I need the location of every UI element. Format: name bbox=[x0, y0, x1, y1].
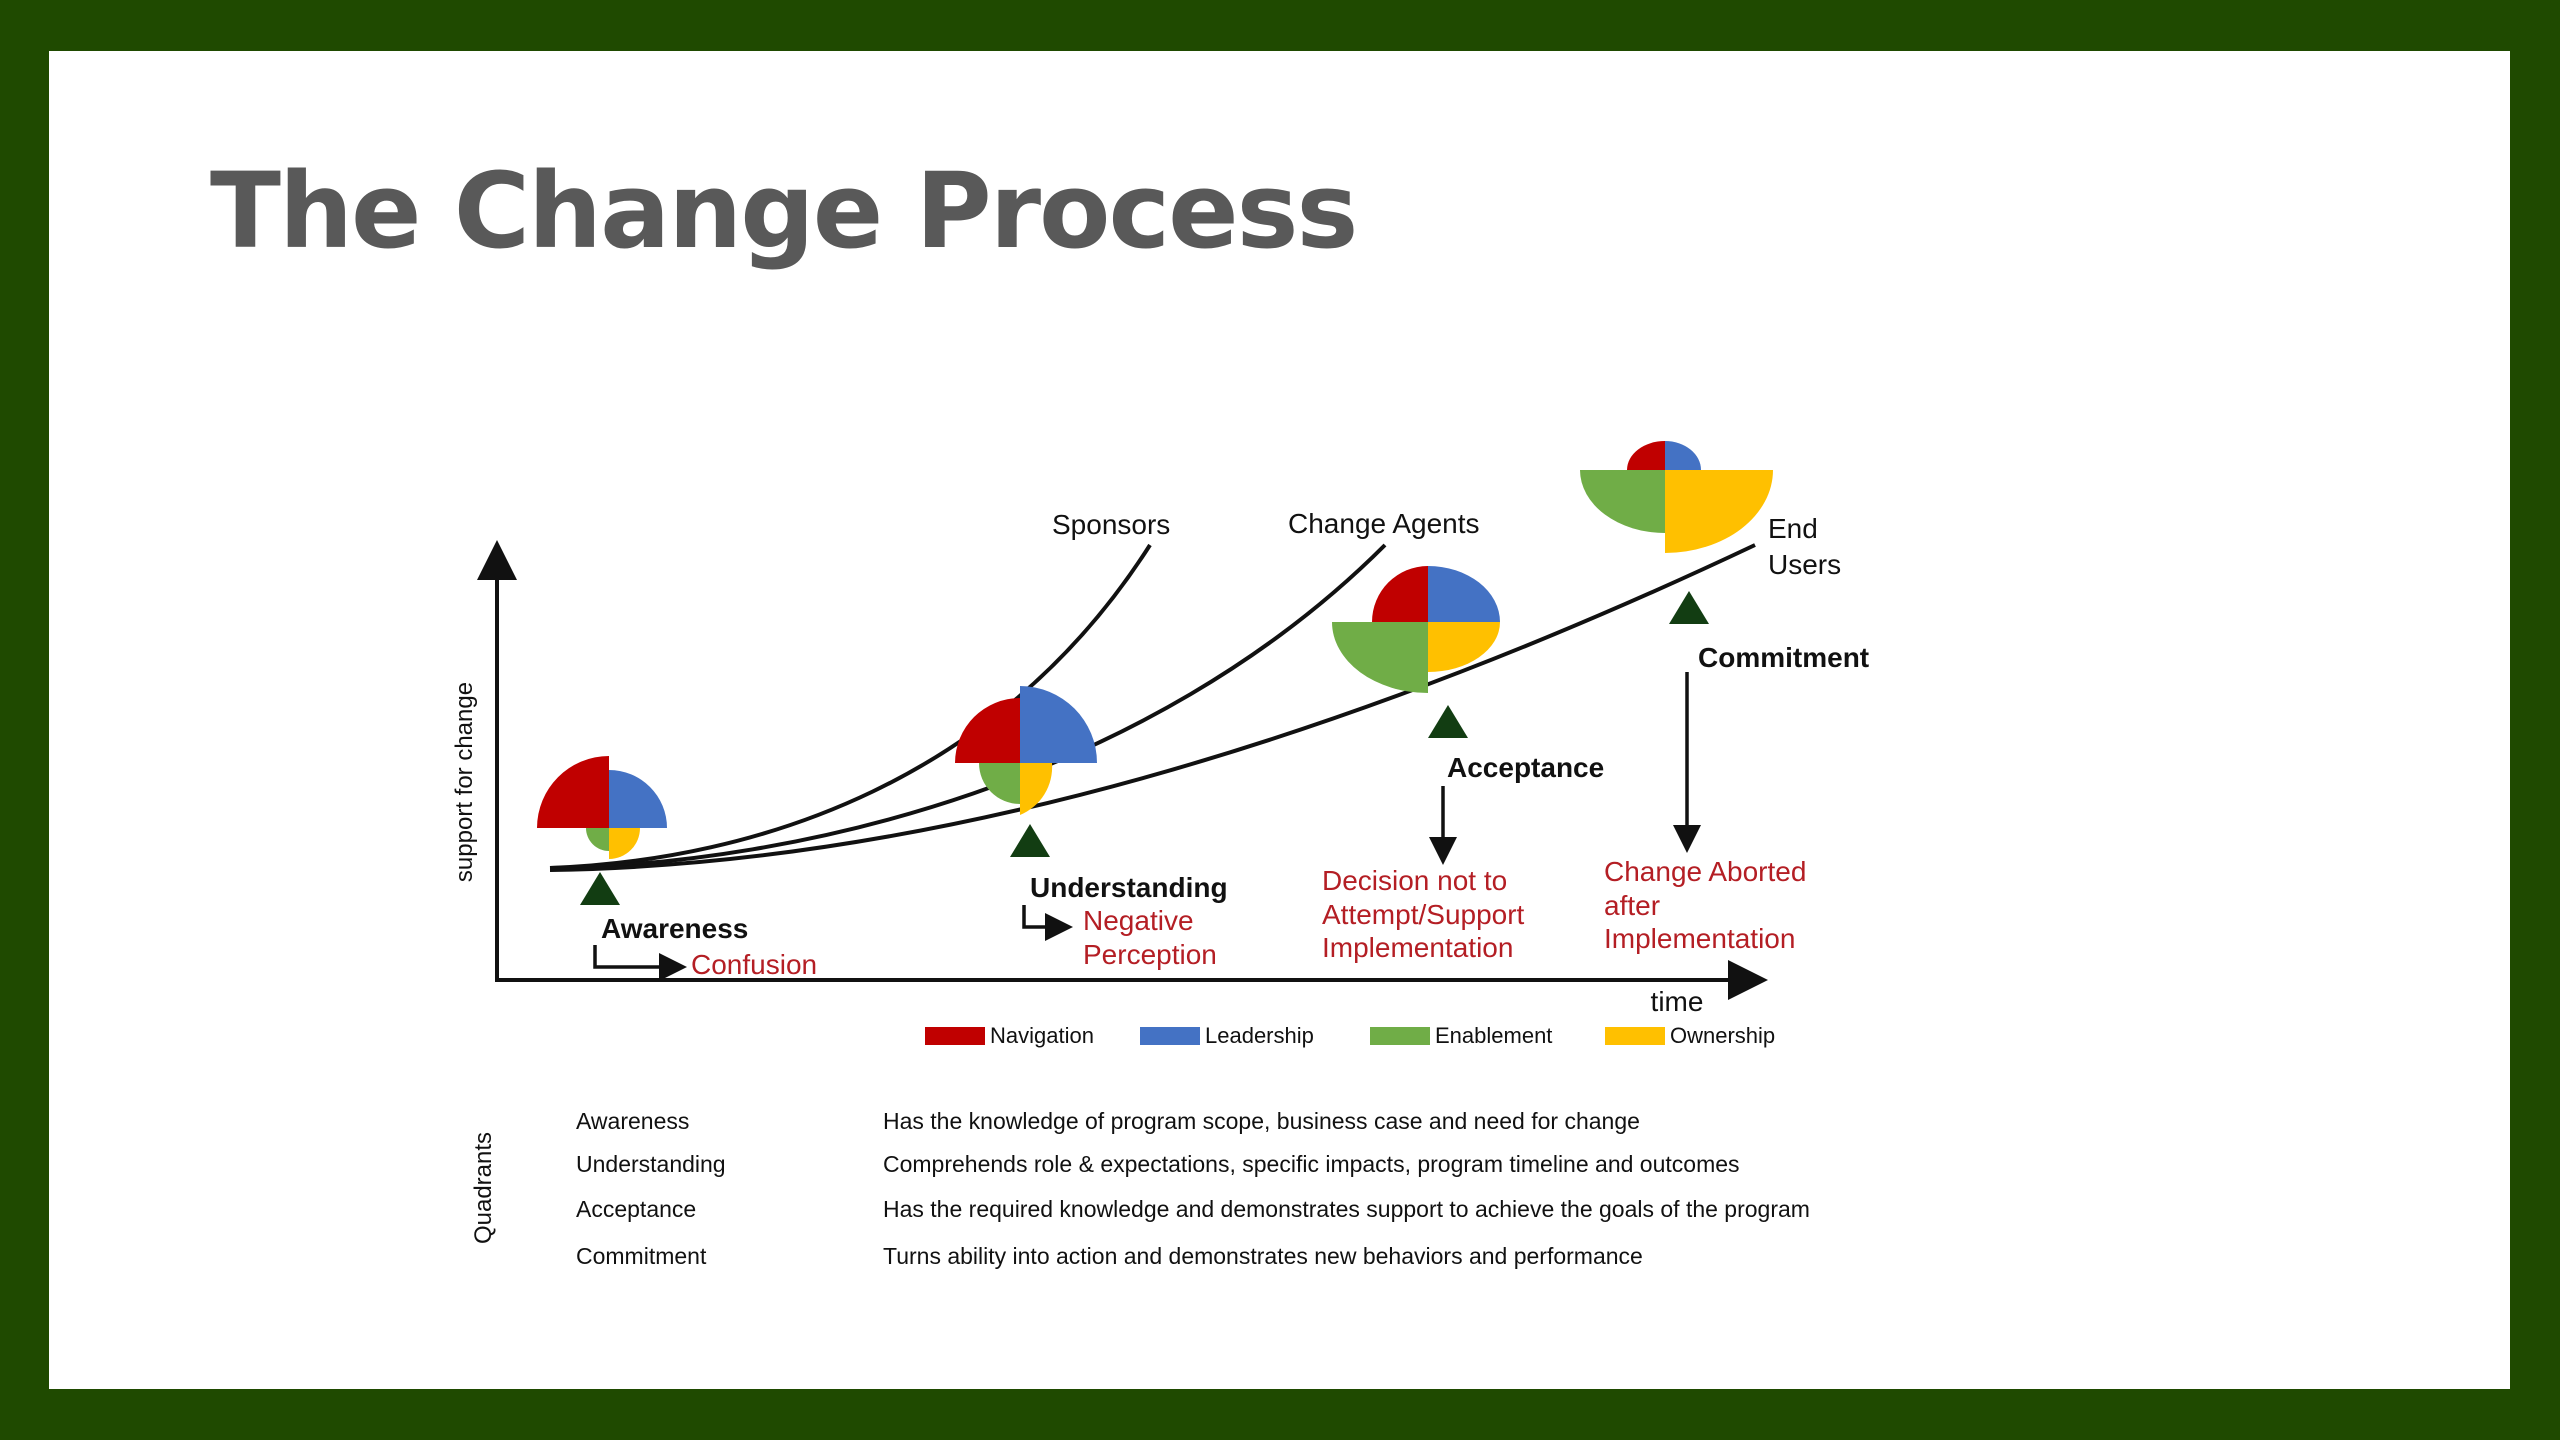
stage-awareness-label: Awareness bbox=[601, 913, 748, 944]
commitment-marker bbox=[1669, 591, 1709, 624]
quadrant-def-awareness: Has the knowledge of program scope, busi… bbox=[883, 1108, 1640, 1134]
quadrant-def-understanding: Comprehends role & expectations, specifi… bbox=[883, 1151, 1740, 1177]
quadrant-term-understanding: Understanding bbox=[576, 1151, 726, 1177]
acceptance-outcome-line2: Attempt/Support bbox=[1322, 899, 1525, 930]
stage-commitment-label: Commitment bbox=[1698, 642, 1869, 673]
legend-swatch-ownership bbox=[1605, 1027, 1665, 1045]
end-users-label-line1: End bbox=[1768, 513, 1818, 544]
quadrant-def-commitment: Turns ability into action and demonstrat… bbox=[883, 1243, 1643, 1269]
commitment-outcome-line3: Implementation bbox=[1604, 923, 1795, 954]
legend-leadership-label: Leadership bbox=[1205, 1023, 1314, 1048]
x-axis-label: time bbox=[1651, 986, 1704, 1017]
acceptance-outcome-line3: Implementation bbox=[1322, 932, 1513, 963]
awareness-quadrant-chart bbox=[537, 756, 667, 859]
stage-understanding-label: Understanding bbox=[1030, 872, 1228, 903]
understanding-quadrant-chart bbox=[955, 686, 1097, 815]
end-users-label-line2: Users bbox=[1768, 549, 1841, 580]
legend-navigation-label: Navigation bbox=[990, 1023, 1094, 1048]
change-agents-curve bbox=[549, 543, 1387, 870]
legend-swatch-leadership bbox=[1140, 1027, 1200, 1045]
y-axis-label: support for change bbox=[451, 682, 478, 882]
legend: Navigation Leadership Enablement Ownersh… bbox=[925, 1023, 1775, 1048]
commitment-outcome-line2: after bbox=[1604, 890, 1660, 921]
understanding-outcome-line1: Negative bbox=[1083, 905, 1194, 936]
acceptance-quadrant-chart bbox=[1332, 566, 1500, 693]
stage-acceptance-label: Acceptance bbox=[1447, 752, 1604, 783]
legend-enablement-label: Enablement bbox=[1435, 1023, 1552, 1048]
understanding-outcome-arrow bbox=[1022, 905, 1073, 941]
awareness-marker bbox=[580, 872, 620, 905]
acceptance-outcome-line1: Decision not to bbox=[1322, 865, 1507, 896]
sponsors-curve bbox=[549, 543, 1152, 870]
quadrant-term-awareness: Awareness bbox=[576, 1108, 689, 1134]
quadrants-side-label: Quadrants bbox=[470, 1132, 497, 1244]
quadrants-definitions: Awareness Has the knowledge of program s… bbox=[576, 1108, 1810, 1269]
awareness-outcome-arrow bbox=[593, 945, 687, 981]
commitment-outcome-line1: Change Aborted bbox=[1604, 856, 1806, 887]
quadrant-term-commitment: Commitment bbox=[576, 1243, 707, 1269]
slide-title: The Change Process bbox=[210, 150, 1358, 272]
understanding-marker bbox=[1010, 824, 1050, 857]
quadrant-term-acceptance: Acceptance bbox=[576, 1196, 696, 1222]
sponsors-label: Sponsors bbox=[1052, 509, 1170, 540]
change-agents-label: Change Agents bbox=[1288, 508, 1480, 539]
commitment-quadrant-chart bbox=[1580, 441, 1773, 553]
slide bbox=[49, 51, 2510, 1389]
awareness-outcome: Confusion bbox=[691, 949, 817, 980]
end-users-curve bbox=[549, 543, 1756, 872]
legend-swatch-enablement bbox=[1370, 1027, 1430, 1045]
acceptance-marker bbox=[1428, 705, 1468, 738]
legend-swatch-navigation bbox=[925, 1027, 985, 1045]
legend-ownership-label: Ownership bbox=[1670, 1023, 1775, 1048]
understanding-outcome-line2: Perception bbox=[1083, 939, 1217, 970]
quadrant-def-acceptance: Has the required knowledge and demonstra… bbox=[883, 1196, 1810, 1222]
